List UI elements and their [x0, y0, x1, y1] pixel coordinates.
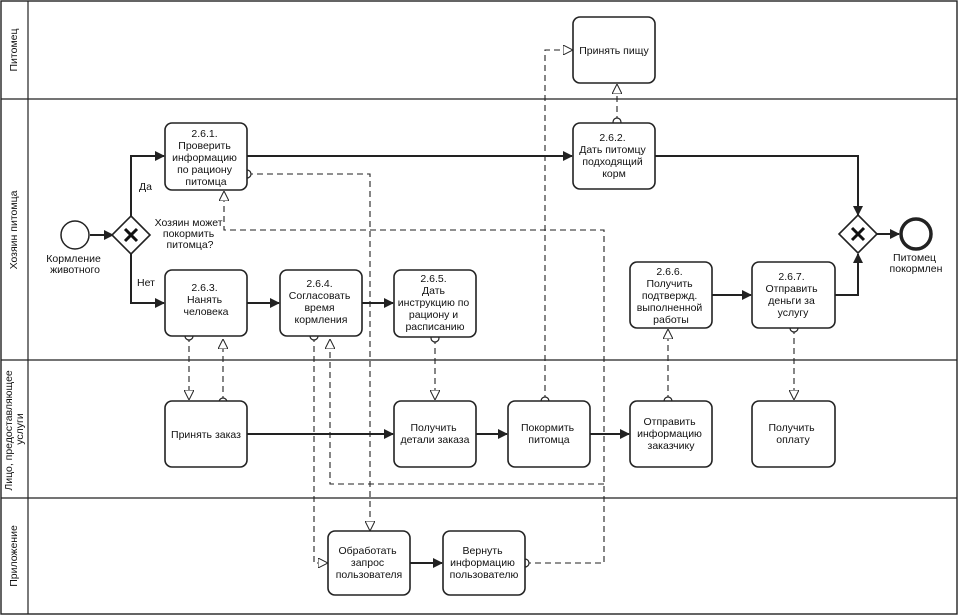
task-get-payment[interactable]: Получить оплату — [751, 400, 836, 468]
x-icon — [123, 227, 139, 243]
svg-text:2.6.2. Дать питомцу: 2.6.2. Дать питомцу подходящий корм — [579, 132, 648, 180]
task-2-6-6[interactable]: 2.6.6. Получить подтвержд. выполненной р… — [629, 261, 713, 329]
lane-label-pet: Питомец — [8, 28, 20, 71]
end-event-label: Питомец покормлен — [890, 252, 943, 275]
svg-text:Обработать запрос: Обработать запрос пользователя — [336, 545, 403, 581]
svg-text:2.6.1. Проверить и: 2.6.1. Проверить информацию по рациону п… — [172, 128, 240, 188]
svg-text:Покормить питомца: Покормить питомца — [521, 422, 577, 446]
task-return-info[interactable]: Вернуть информацию пользователю — [442, 530, 526, 596]
task-feed-pet[interactable]: Покормить питомца — [507, 400, 591, 468]
msg-261-process — [247, 173, 370, 530]
task-get-order-details[interactable]: Получить детали заказа — [393, 400, 477, 468]
svg-text:2.6.7. Отправить д: 2.6.7. Отправить деньги за услугу — [766, 271, 821, 319]
end-event[interactable]: Питомец покормлен — [890, 217, 943, 275]
task-2-6-7[interactable]: 2.6.7. Отправить деньги за услугу — [751, 261, 836, 329]
flow-262-merge — [655, 155, 863, 216]
msg-return-264 — [330, 340, 604, 485]
lane-label-app: Приложение — [8, 525, 20, 587]
svg-text:Вернуть информацию: Вернуть информацию пользователю — [450, 545, 519, 581]
task-process-request[interactable]: Обработать запрос пользователя — [327, 530, 411, 596]
msg-return-261 — [224, 192, 605, 564]
svg-text:Принять заказ: Принять заказ — [171, 429, 241, 441]
lane-label-provider: Лицо, предоставляющее услуги — [3, 367, 26, 490]
start-event-label: Кормление животного — [46, 253, 103, 276]
task-2-6-5[interactable]: 2.6.5. Дать инструкцию по рациону и расп… — [393, 269, 477, 338]
gateway-yes-label: Да — [139, 181, 152, 193]
svg-text:2.6.6. Получить по: 2.6.6. Получить подтвержд. выполненной р… — [637, 266, 705, 326]
sequence-flows — [90, 151, 900, 568]
merge-gateway[interactable] — [837, 213, 879, 255]
svg-text:2.6.4. Согласовать: 2.6.4. Согласовать время кормления — [289, 278, 353, 326]
task-accept-food[interactable]: Принять пищу — [572, 16, 656, 84]
gateway-question: Хозяин может покормить питомца? — [155, 217, 226, 251]
start-event[interactable]: Кормление животного — [46, 220, 103, 276]
task-2-6-4[interactable]: 2.6.4. Согласовать время кормления — [279, 269, 363, 337]
flow-267-merge — [835, 253, 863, 296]
task-2-6-3[interactable]: 2.6.3. Нанять человека — [164, 269, 248, 337]
decision-gateway[interactable] — [110, 214, 152, 256]
flow-gateway-no — [130, 253, 165, 308]
svg-text:2.6.3. Нанять чело: 2.6.3. Нанять человека — [183, 282, 228, 318]
task-send-info[interactable]: Отправить информацию заказчику — [629, 400, 713, 468]
task-2-6-1[interactable]: 2.6.1. Проверить информацию по рациону п… — [164, 122, 248, 191]
svg-text:2.6.5. Дать инстру: 2.6.5. Дать инструкцию по рациону и расп… — [398, 273, 472, 333]
task-accept-order[interactable]: Принять заказ — [164, 400, 248, 468]
lane-labels: Питомец Хозяин питомца Лицо, предоставля… — [3, 28, 26, 586]
message-flows — [189, 50, 794, 563]
lane-label-owner: Хозяин питомца — [8, 190, 20, 269]
svg-text:Получить детали заказа: Получить детали заказа — [401, 422, 470, 446]
flow-gateway-yes — [130, 151, 165, 217]
gateway-no-label: Нет — [137, 277, 155, 289]
x-icon — [850, 226, 866, 242]
task-2-6-2[interactable]: 2.6.2. Дать питомцу подходящий корм — [572, 122, 656, 190]
svg-text:Отправить информацию: Отправить информацию заказчику — [637, 416, 705, 452]
svg-text:Принять пищу: Принять пищу — [579, 45, 649, 57]
svg-text:Получить оплату: Получить оплату — [768, 422, 817, 446]
msg-264-process — [313, 336, 327, 563]
msg-feed-acceptfood — [544, 50, 572, 401]
